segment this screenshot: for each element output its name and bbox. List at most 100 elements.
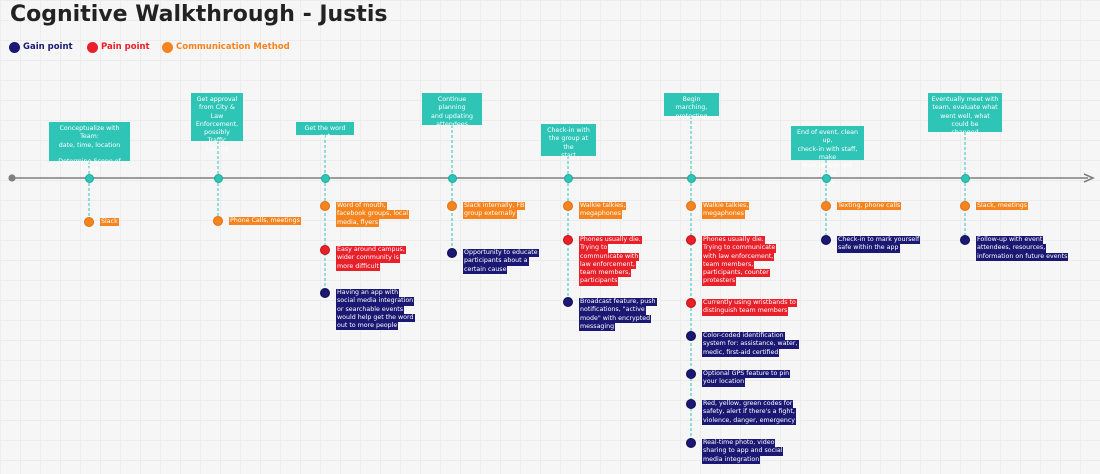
step-card[interactable]: Get the word out <box>296 122 354 140</box>
note-text-line: Phone Calls, meetings <box>229 217 301 226</box>
step-text-line: and updating <box>431 112 473 120</box>
milestone-dot <box>686 173 696 183</box>
step-text-line: Continue planning <box>437 96 467 112</box>
note-text-line: Phones usually die. <box>579 236 642 245</box>
note-text-line: notifications, "active <box>579 306 646 315</box>
communication-point-dot <box>686 201 696 211</box>
note-text-line: Opportunity to educate <box>463 249 539 258</box>
note-text-line: team members, <box>702 260 755 270</box>
note-text-line: safe within the app <box>837 244 900 253</box>
note-text-line: information on future events <box>976 252 1069 261</box>
note-text-line: Real-time photo, video <box>702 439 776 448</box>
milestone-dot <box>213 173 223 183</box>
legend-label-communication: Communication Method <box>176 42 290 52</box>
note-text-line: Phones usually die. <box>702 236 765 245</box>
gain-point-dot <box>320 288 330 298</box>
note-text-line: megaphones <box>702 210 745 219</box>
communication-point-note[interactable]: Slack <box>100 218 119 227</box>
note-text-line: social media integration <box>336 297 415 306</box>
gain-point-dot <box>563 297 573 307</box>
note-text-line: Having an app with <box>336 289 400 298</box>
note-text-line: Red, yellow, green codes for <box>702 400 794 409</box>
pain-point-dot <box>320 245 330 255</box>
note-text-line: sharing to app and social <box>702 447 784 456</box>
step-text-line: Control <box>205 145 229 153</box>
note-text-line: participants, counter <box>702 269 770 278</box>
note-text-line: attendees, resources, <box>976 244 1047 253</box>
note-text-line: communicate with <box>579 252 640 261</box>
step-card[interactable]: Conceptualize with Team:date, time, loca… <box>49 122 130 173</box>
gain-point-dot <box>960 235 970 245</box>
gain-point-dot <box>686 438 696 448</box>
step-card[interactable]: End of event, clean up,check-in with sta… <box>791 126 864 186</box>
note-text-line: would help get the word <box>336 313 415 323</box>
note-text-line: Color-coded identification <box>702 332 785 341</box>
note-text-line: medic, first-aid certified <box>702 348 780 357</box>
communication-point-note[interactable]: Walkie talkies,megaphones <box>579 202 627 219</box>
note-text-line: safety, alert if there's a fight, <box>702 408 796 417</box>
note-text-line: Easy around campus, <box>336 246 406 255</box>
communication-point-note[interactable]: Walkie talkies,megaphones <box>702 202 750 219</box>
communication-point-dot <box>320 201 330 211</box>
step-card[interactable]: Begin marching,protesting <box>664 93 719 120</box>
communication-point-note[interactable]: Slack, meetings <box>976 202 1029 211</box>
step-text-line: team, evaluate what <box>932 104 998 112</box>
step-text-line: Conceptualize with Team: <box>59 125 120 141</box>
note-text-line: more difficult <box>336 262 380 271</box>
note-text-line: team members, <box>579 269 632 278</box>
note-text-line: Texting, phone calls <box>837 202 902 211</box>
gain-point-dot <box>686 369 696 379</box>
note-text-line: megaphones <box>579 210 622 219</box>
gain-point-dot <box>686 331 696 341</box>
page-title: Cognitive Walkthrough - Justis <box>10 2 388 27</box>
step-text-line: Get approval <box>196 96 238 103</box>
communication-point-dot <box>84 217 94 227</box>
gain-point-dot <box>447 248 457 258</box>
communication-method-dot-icon <box>162 42 173 53</box>
pain-point-dot <box>563 235 573 245</box>
gain-point-dot-icon <box>9 42 20 53</box>
note-text-line: facebook groups, local <box>336 210 410 219</box>
step-text-line: Check-in with <box>547 127 590 134</box>
note-text-line: messaging <box>579 322 616 332</box>
pain-point-note[interactable]: Phones usually die.Trying to communicate… <box>702 236 777 286</box>
note-text-line: Check-in to mark yourself <box>837 236 921 245</box>
note-text-line: violence, danger, emergency <box>702 416 797 425</box>
step-text-line: the group at the <box>549 135 588 151</box>
note-text-line: participants about a <box>463 257 529 266</box>
communication-point-note[interactable]: Phone Calls, meetings <box>229 217 301 226</box>
timeline-arrow-icon <box>1083 173 1095 183</box>
note-text-line: your location <box>702 378 746 387</box>
step-text-line: went well, what could be <box>940 112 990 128</box>
note-text-line: Word of mouth, <box>336 202 387 211</box>
pain-point-dot <box>686 235 696 245</box>
note-text-line: Currently using wristbands to <box>702 299 797 308</box>
communication-point-note[interactable]: Texting, phone calls <box>837 202 902 211</box>
note-text-line: or searchable events <box>336 305 405 314</box>
milestone-dot <box>84 173 94 183</box>
step-text-line: End of event, clean up, <box>797 129 858 145</box>
note-text-line: Walkie talkies, <box>579 202 627 211</box>
step-text-line: Determine Scope of Event <box>58 158 121 174</box>
gain-point-dot <box>686 399 696 409</box>
note-text-line: certain cause <box>463 265 508 274</box>
note-text-line: Slack <box>100 218 119 227</box>
